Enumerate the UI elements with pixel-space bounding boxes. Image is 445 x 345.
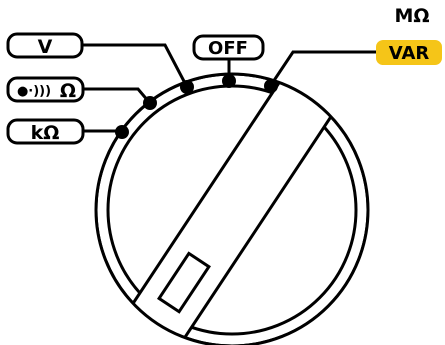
label-off: OFF xyxy=(192,34,265,61)
dial-outer-ring-top xyxy=(94,72,370,345)
label-v-text: V xyxy=(38,36,53,58)
sound-waves-icon: ●·))) xyxy=(17,84,51,99)
position-dot-off-top xyxy=(222,74,236,88)
label-var: VAR xyxy=(376,40,442,65)
var-badge xyxy=(376,40,442,65)
label-continuity-ohm: ●·))) Ω xyxy=(6,76,85,103)
label-kohm: kΩ xyxy=(6,118,85,145)
label-off-text: OFF xyxy=(208,38,248,59)
label-megaohm-text: MΩ xyxy=(394,5,429,27)
label-ohm-text: Ω xyxy=(60,80,76,102)
label-kohm-text: kΩ xyxy=(31,122,60,144)
label-var-text: VAR xyxy=(389,43,430,64)
label-v: V xyxy=(6,32,84,59)
